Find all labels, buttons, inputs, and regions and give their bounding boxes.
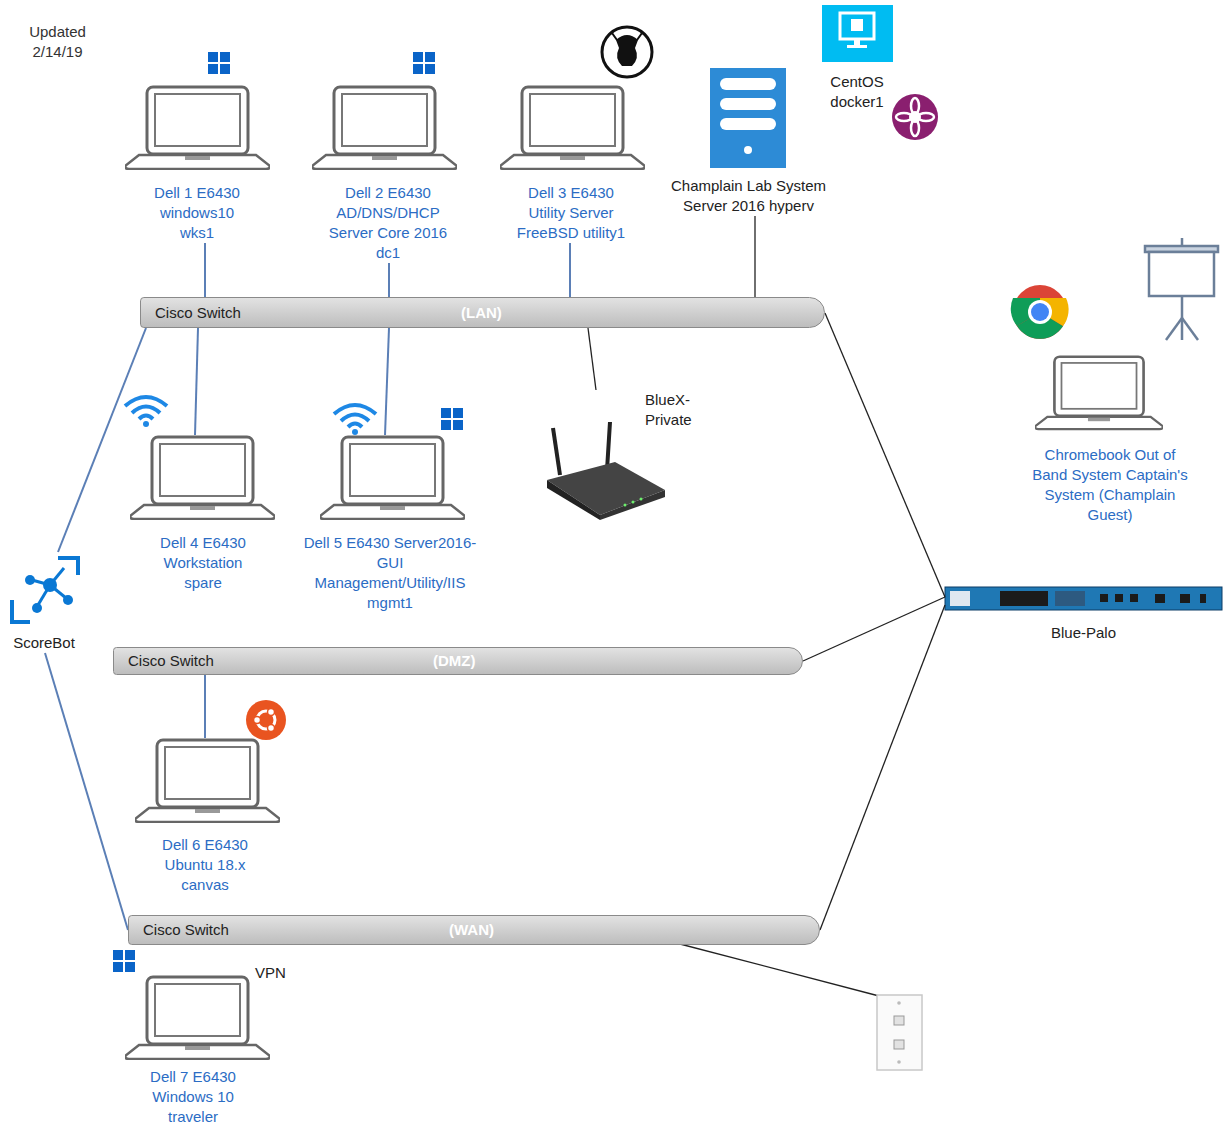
- vpn-label: VPN: [248, 963, 293, 983]
- container-logo: [892, 94, 938, 140]
- wall-jack: [877, 995, 922, 1070]
- switch-band: Cisco Switch (DMZ): [113, 647, 803, 675]
- zone-label: (WAN): [449, 920, 494, 940]
- device-label: Dell 2 E6430 AD/DNS/DHCP Server Core 201…: [322, 183, 454, 263]
- windows-logo: [413, 52, 435, 74]
- firewall-device: [945, 587, 1222, 610]
- network-link: [204, 243, 206, 297]
- laptop-icon: [125, 87, 270, 169]
- device-label: Dell 6 E6430 Ubuntu 18.x canvas: [155, 835, 255, 895]
- switch-name: Cisco Switch: [128, 651, 214, 671]
- laptop-icon: [130, 437, 275, 519]
- projector-screen: [1145, 238, 1218, 340]
- device-label: Blue-Palo: [945, 623, 1222, 643]
- network-link: [195, 328, 198, 435]
- network-link: [825, 313, 945, 597]
- vm-icon: [822, 5, 893, 62]
- chrome-logo: [1011, 285, 1069, 339]
- device-node: Dell 2 E6430 AD/DNS/DHCP Server Core 201…: [322, 85, 454, 263]
- wifi-icon: [334, 405, 376, 435]
- device-node: Dell 7 E6430 Windows 10 traveler: [143, 975, 243, 1127]
- device-node: ScoreBot: [0, 552, 88, 653]
- wifi-icon: [125, 397, 167, 427]
- device-node: Dell 4 E6430 Workstation spare: [153, 435, 253, 593]
- scorebot-icon: [12, 558, 78, 622]
- device-node: Dell 1 E6430 windows10 wks1: [147, 85, 247, 243]
- device-label: CentOS docker1: [812, 72, 902, 112]
- device-label: Champlain Lab System Server 2016 hyperv: [656, 176, 841, 216]
- network-link: [588, 328, 596, 390]
- device-node: Dell 3 E6430 Utility Server FreeBSD util…: [515, 85, 627, 243]
- windows-logo: [208, 52, 230, 74]
- zone-label: (DMZ): [433, 651, 475, 671]
- device-label: Dell 5 E6430 Server2016-GUI Management/U…: [300, 533, 480, 613]
- zone-label: (LAN): [461, 303, 502, 323]
- laptop-icon: [1035, 357, 1163, 429]
- windows-logo: [441, 408, 463, 430]
- network-link: [820, 605, 945, 930]
- server-icon: [710, 68, 786, 168]
- laptop-icon: [320, 437, 465, 519]
- switch-name: Cisco Switch: [143, 920, 229, 940]
- cable-line: [680, 944, 879, 996]
- device-label: Chromebook Out of Band System Captain's …: [1030, 445, 1190, 525]
- switch-band: Cisco Switch (LAN): [140, 297, 825, 328]
- device-node: Dell 6 E6430 Ubuntu 18.x canvas: [155, 738, 255, 895]
- router-icon: [547, 422, 665, 520]
- laptop-icon: [500, 87, 645, 169]
- device-node: Chromebook Out of Band System Captain's …: [1030, 350, 1190, 525]
- ubuntu-logo: [246, 700, 286, 740]
- network-link: [385, 328, 389, 435]
- device-node: Dell 5 E6430 Server2016-GUI Management/U…: [300, 435, 480, 613]
- device-label: Dell 1 E6430 windows10 wks1: [147, 183, 247, 243]
- network-link: [569, 243, 571, 297]
- switch-band: Cisco Switch (WAN): [128, 915, 820, 945]
- device-label: Dell 7 E6430 Windows 10 traveler: [143, 1067, 243, 1127]
- laptop-icon: [135, 740, 280, 822]
- network-link: [388, 263, 390, 297]
- device-node: Champlain Lab System Server 2016 hyperv: [656, 66, 841, 216]
- network-link: [803, 597, 945, 661]
- device-label: Dell 3 E6430 Utility Server FreeBSD util…: [515, 183, 627, 243]
- date-note: Updated 2/14/19: [20, 22, 95, 62]
- device-node: CentOS docker1: [812, 3, 902, 112]
- laptop-icon: [312, 87, 457, 169]
- router-label: BlueX- Private: [645, 390, 707, 430]
- laptop-icon: [125, 977, 270, 1059]
- switch-name: Cisco Switch: [155, 303, 241, 323]
- network-link: [754, 216, 755, 297]
- device-label: Dell 4 E6430 Workstation spare: [153, 533, 253, 593]
- device-label: ScoreBot: [0, 633, 88, 653]
- network-link: [58, 328, 146, 552]
- network-link: [45, 653, 128, 930]
- router-node: BlueX- Private: [540, 390, 708, 525]
- freebsd-logo: [602, 27, 652, 77]
- device-node: Blue-Palo: [945, 587, 1222, 643]
- network-link: [204, 675, 206, 738]
- windows-logo: [113, 950, 135, 972]
